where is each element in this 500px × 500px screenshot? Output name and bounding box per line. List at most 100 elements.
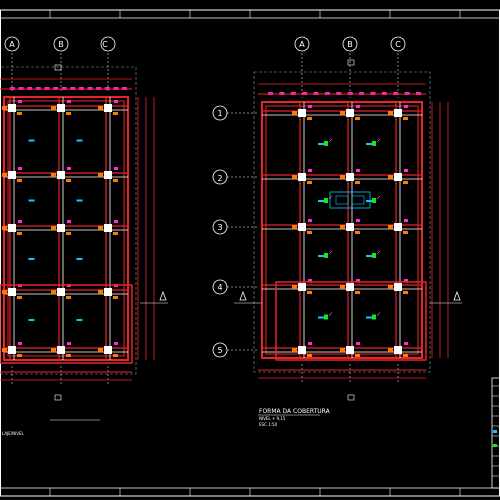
slab-mark [324, 314, 328, 320]
pillar-tag [113, 179, 118, 182]
right-floor-plan[interactable] [212, 36, 462, 416]
pillar-tag [98, 348, 103, 352]
column-section [298, 223, 306, 231]
pillar-tag [2, 290, 7, 294]
dimension-tag [308, 169, 312, 172]
pillar-tag [388, 111, 393, 115]
column-section [104, 224, 112, 232]
column-section [394, 223, 402, 231]
dimension-tag [114, 342, 118, 345]
pillar-tag [292, 111, 297, 115]
pillar-tag [17, 179, 22, 182]
pillar-tag [292, 175, 297, 179]
slab-annotation [28, 319, 35, 321]
pillar-tag [355, 354, 360, 357]
slab-annotation [318, 143, 324, 145]
pillar-tag [113, 232, 118, 235]
column-section [298, 346, 306, 354]
axis-bubble-icon [100, 36, 116, 52]
pillar-tag [51, 173, 56, 177]
pillar-tag [51, 106, 56, 110]
dimension-tag [18, 342, 22, 345]
pillar-tag [2, 226, 7, 230]
dimension-tag [67, 100, 71, 103]
pillar-tag [403, 181, 408, 184]
slab-annotation [76, 258, 83, 260]
column-section [8, 171, 16, 179]
slab-mark [324, 253, 328, 258]
column-section [104, 104, 112, 112]
column-section [57, 224, 65, 232]
right-axis-label-c: C [395, 40, 401, 49]
right-plan-title: FORMA DA COBERTURA [259, 408, 331, 415]
slab-mark [372, 253, 376, 258]
left-axis-labels: A B C [9, 40, 108, 49]
dimension-tag [356, 279, 360, 282]
pillar-tag [113, 296, 118, 299]
slab-leader [376, 250, 381, 255]
column-section [57, 104, 65, 112]
slab-annotation [318, 316, 324, 319]
slab-leader [328, 195, 333, 200]
pillar-tag [98, 226, 103, 230]
axis-bubble-icon [53, 36, 69, 52]
axis-bubble-icon [294, 36, 310, 52]
pillar-tag [66, 354, 71, 357]
pillar-tag [113, 354, 118, 357]
pillar-tag [355, 117, 360, 120]
slab-leader [328, 138, 333, 143]
column-section [8, 224, 16, 232]
column-section [394, 283, 402, 291]
dimension-tag [356, 219, 360, 222]
column-section [346, 283, 354, 291]
dimension-tag [404, 105, 408, 108]
slab-annotation [76, 199, 83, 202]
slab-leader [376, 312, 381, 316]
dimension-tag [356, 105, 360, 108]
right-axis-label-b: B [347, 40, 353, 49]
pillar-tag [403, 291, 408, 294]
pillar-tag [66, 296, 71, 299]
pillar-tag [17, 296, 22, 299]
dimension-tag [67, 342, 71, 345]
row-label-5: 5 [217, 346, 222, 355]
slab-leader [376, 138, 381, 143]
dimension-tag [404, 342, 408, 345]
column-section [104, 288, 112, 296]
axis-bubble-icon [4, 36, 20, 52]
slab-annotation [28, 199, 35, 202]
title-block-frame [491, 377, 500, 489]
section-box [347, 59, 355, 66]
right-axis-labels: A B C [299, 40, 401, 49]
column-section [8, 346, 16, 354]
title-block[interactable] [491, 377, 500, 489]
right-row-labels: 1 2 3 4 5 [217, 109, 222, 355]
pillar-tag [113, 112, 118, 115]
left-axis-label-c: C [102, 40, 108, 49]
column-section [394, 109, 402, 117]
pillar-tag [307, 231, 312, 234]
column-section [57, 346, 65, 354]
slab-annotation [366, 316, 372, 319]
section-box [54, 64, 62, 71]
slab-annotation [366, 143, 372, 145]
dimension-tag [356, 342, 360, 345]
pillar-tag [388, 348, 393, 352]
left-floor-plan[interactable] [0, 36, 168, 421]
dimension-tag [114, 100, 118, 103]
pillar-tag [66, 112, 71, 115]
pillar-tag [355, 291, 360, 294]
column-section [298, 283, 306, 291]
pillar-tag [51, 290, 56, 294]
stair-block-right [351, 195, 365, 205]
slab-annotation [28, 258, 35, 260]
triangle-marker-icon [159, 290, 167, 301]
slab-mark [372, 141, 376, 146]
left-plan-caption: LAJE/NIVEL [2, 431, 25, 436]
pillar-tag [17, 354, 22, 357]
pillar-tag [340, 285, 345, 289]
column-section [298, 173, 306, 181]
inner-perimeter-beam [265, 105, 419, 355]
dimension-tag [67, 167, 71, 170]
stair-block-left [335, 195, 349, 205]
